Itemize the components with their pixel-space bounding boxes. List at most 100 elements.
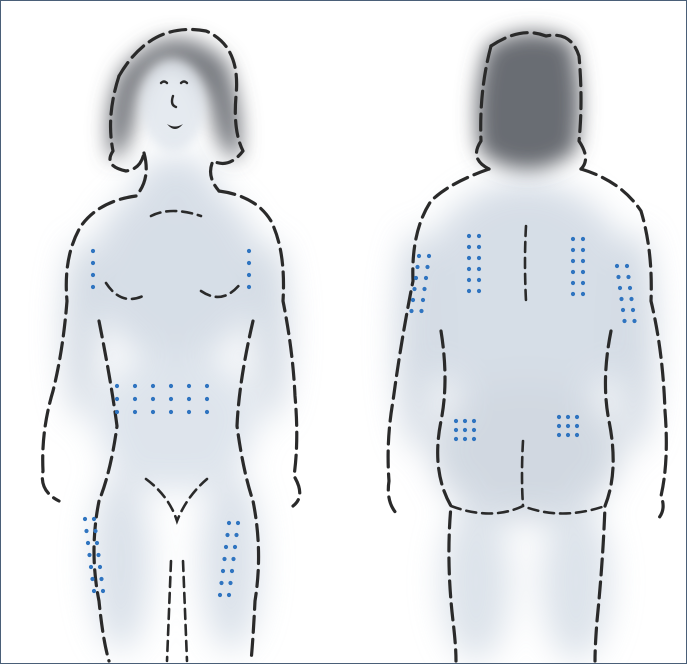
injection-dot [411, 298, 415, 302]
injection-dot [628, 286, 632, 290]
injection-dot [467, 267, 471, 271]
injection-dot [629, 297, 633, 301]
injection-dot [625, 264, 629, 268]
injection-dot [419, 309, 423, 313]
injection-dot [631, 308, 635, 312]
injection-dot [477, 289, 481, 293]
injection-dot [92, 589, 96, 593]
injection-dot [467, 256, 471, 260]
injection-dot [467, 278, 471, 282]
injection-dot [187, 397, 191, 401]
injection-dot [472, 437, 476, 441]
injection-dot [205, 397, 209, 401]
injection-dot [86, 541, 90, 545]
injection-dot [169, 410, 173, 414]
injection-dot [581, 281, 585, 285]
injection-dot [575, 415, 579, 419]
injection-dot [115, 410, 119, 414]
injection-dot [83, 517, 87, 521]
injection-dot [409, 309, 413, 313]
injection-dot [472, 419, 476, 423]
injection-dot [571, 259, 575, 263]
injection-dot [151, 384, 155, 388]
injection-dot [91, 249, 95, 253]
injection-dot [575, 433, 579, 437]
injection-dot [93, 529, 97, 533]
back-figure [388, 32, 666, 661]
injection-dot [571, 292, 575, 296]
injection-dot [463, 419, 467, 423]
injection-dot [219, 581, 223, 585]
injection-dot [463, 428, 467, 432]
injection-dot [227, 521, 231, 525]
injection-dot [477, 267, 481, 271]
injection-dot [169, 397, 173, 401]
injection-dot [151, 397, 155, 401]
injection-dot [616, 275, 620, 279]
injection-dot [575, 424, 579, 428]
injection-dot [92, 517, 96, 521]
injection-dot [221, 569, 225, 573]
injection-dot [412, 287, 416, 291]
injection-dot [233, 545, 237, 549]
injection-dot [425, 265, 429, 269]
injection-dot [187, 384, 191, 388]
injection-dot [133, 410, 137, 414]
injection-dot [427, 254, 431, 258]
injection-dot [566, 424, 570, 428]
injection-dot [247, 249, 251, 253]
injection-dot [619, 297, 623, 301]
injection-dot [236, 521, 240, 525]
injection-dot [622, 319, 626, 323]
injection-dot [169, 384, 173, 388]
injection-dot [230, 569, 234, 573]
injection-dot [571, 270, 575, 274]
injection-dot [89, 565, 93, 569]
injection-dot [227, 593, 231, 597]
injection-dot [463, 437, 467, 441]
injection-dot [218, 593, 222, 597]
injection-dot [205, 384, 209, 388]
injection-dot [231, 557, 235, 561]
injection-dot [571, 237, 575, 241]
injection-dot [417, 254, 421, 258]
injection-dot [566, 415, 570, 419]
injection-dot [91, 285, 95, 289]
injection-dot [618, 286, 622, 290]
injection-dot [228, 581, 232, 585]
injection-dot [247, 285, 251, 289]
injection-dot [234, 533, 238, 537]
injection-dot [87, 553, 91, 557]
injection-dot [581, 270, 585, 274]
injection-dot [222, 557, 226, 561]
injection-dot [454, 428, 458, 432]
injection-dot [115, 384, 119, 388]
injection-dot [477, 234, 481, 238]
injection-dot [415, 265, 419, 269]
injection-dot [477, 256, 481, 260]
injection-dot [247, 261, 251, 265]
injection-dot [84, 529, 88, 533]
injection-dot [421, 298, 425, 302]
injection-dot [566, 433, 570, 437]
injection-dot [632, 319, 636, 323]
injection-dot [151, 410, 155, 414]
injection-dot [454, 437, 458, 441]
injection-dot [98, 565, 102, 569]
right-buttock-sites [557, 415, 579, 437]
injection-dot [225, 533, 229, 537]
injection-dot [422, 287, 426, 291]
injection-dot [96, 553, 100, 557]
injection-dot [621, 308, 625, 312]
injection-dot [581, 292, 585, 296]
injection-dot [224, 545, 228, 549]
injection-dot [91, 261, 95, 265]
injection-dot [571, 248, 575, 252]
injection-dot [626, 275, 630, 279]
injection-dot [571, 281, 575, 285]
injection-dot [205, 410, 209, 414]
injection-dot [467, 289, 471, 293]
injection-dot [454, 419, 458, 423]
